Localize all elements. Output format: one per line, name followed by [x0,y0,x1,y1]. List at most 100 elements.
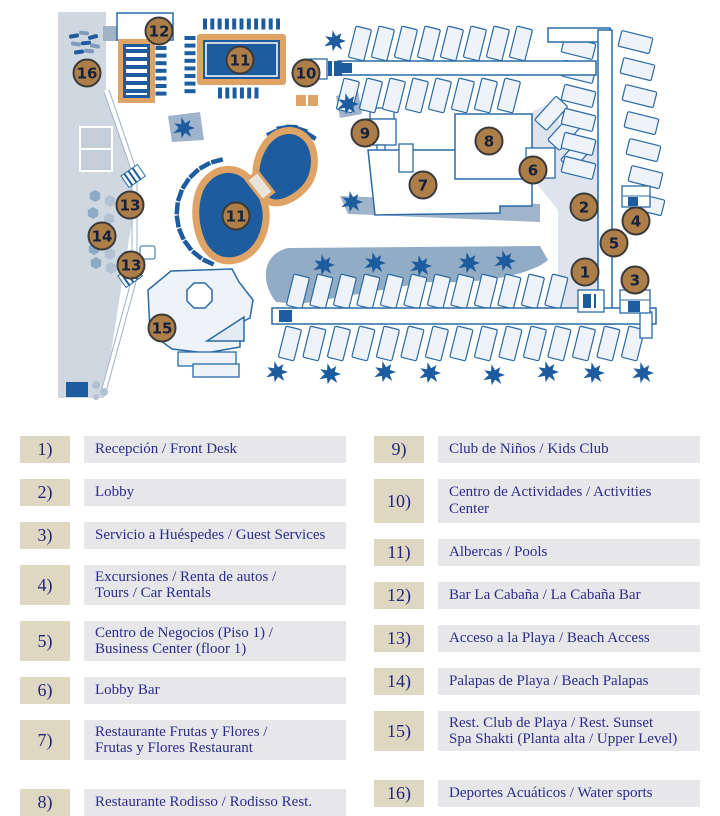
legend-label: Deportes Acuáticos / Water sports [438,780,700,807]
legend-label-line: Excursiones / Renta de autos / [95,569,277,585]
lounger-icon [218,87,222,99]
legend-number-badge: 4) [20,565,70,605]
guest-room-unit [356,273,381,310]
legend-label-line: Lobby [95,484,135,500]
svg-text:13: 13 [120,197,141,215]
legend-label-line: Recepción / Front Desk [95,441,238,457]
legend-row: 16) Deportes Acuáticos / Water sports [374,780,700,807]
guest-room-unit [277,325,302,362]
legend-label: Excursiones / Renta de autos /Tours / Ca… [84,565,346,605]
legend-row: 3)Servicio a Huéspedes / Guest Services [20,522,346,549]
guest-room-unit [403,273,428,310]
guest-room-unit [416,25,441,62]
palapa-icon [87,207,99,219]
lounger-icon [184,43,196,48]
map-marker-1: 1 [570,257,600,287]
lounger-icon [224,18,229,30]
guest-room-unit [426,273,451,310]
legend-label: Lobby Bar [84,677,346,704]
legend-row: 4) Excursiones / Renta de autos /Tours / … [20,565,346,605]
lounger-icon [203,18,207,30]
legend-number-badge: 9) [374,436,424,463]
guest-room-unit [496,77,521,114]
lounger-icon [184,58,196,63]
legend-number-badge: 2) [20,479,70,506]
jet-ski-icon [87,34,99,40]
legend-number-badge: 11) [374,539,424,566]
tree-icon [324,30,346,52]
guest-room-unit [623,111,660,136]
svg-text:1: 1 [580,264,590,282]
guest-room-unit [560,155,597,180]
legend-label-line: Spa Shakti (Planta alta / Upper Level) [449,731,678,747]
guest-room-unit [450,77,475,114]
legend-number-badge: 16) [374,780,424,807]
tree-icon [458,252,480,274]
lounger-icon [184,81,196,86]
legend-label: Club de Niños / Kids Club [438,436,700,463]
lounger-icon [184,36,196,40]
tree-icon [419,362,441,384]
lounger-icon [184,66,196,71]
guest-room-unit [522,325,547,362]
legend-row: 13)Acceso a la Playa / Beach Access [374,625,700,652]
jet-ski-icon [70,41,82,47]
lounger-icon [246,18,251,30]
svg-text:9: 9 [360,125,370,143]
map-marker-3: 3 [620,265,650,295]
lounger-icon [217,18,222,30]
guest-room-unit [625,138,662,163]
legend-column-right: 9) Club de Niños / Kids Club 10)Centro de … [374,436,700,816]
legend-number-badge: 8) [20,789,70,816]
legend-label: Centro de Negocios (Piso 1) /Business Ce… [84,621,346,661]
lounger-icon [201,257,215,267]
lounger-icon [155,84,167,88]
guest-room-unit [332,273,357,310]
map-marker-14: 14 [87,221,117,251]
guest-room-unit [627,165,664,190]
svg-text:13: 13 [121,257,142,275]
legend-label: Recepción / Front Desk [84,436,346,463]
main-pool [192,127,318,265]
tree-icon [364,252,386,274]
guest-room-unit [379,273,404,310]
svg-text:5: 5 [609,235,619,253]
legend-label-line: Rest. Club de Playa / Rest. Sunset [449,715,654,731]
palapa-icon [90,257,102,269]
legend-row: 6)Lobby Bar [20,677,346,704]
map-marker-13: 13 [116,250,146,280]
legend-label-line: Albercas / Pools [449,544,548,560]
legend-row: 10)Centro de Actividades / Activities Ce… [374,479,700,523]
legend-label-line: Centro de Actividades / Activities Cente… [449,484,652,517]
guest-room-unit [617,30,654,55]
guest-room-unit [560,83,597,108]
jet-ski-icon [73,49,85,55]
guest-room-unit [498,325,523,362]
guest-room-unit [497,273,522,310]
tree-icon [537,361,559,383]
lounger-icon [176,227,186,241]
legend-label-line: Acceso a la Playa / Beach Access [449,630,650,646]
lounger-icon [247,87,252,99]
tree-icon [337,93,359,115]
tree-icon [341,191,363,213]
jet-ski-icon [89,43,101,49]
map-marker-11: 11 [225,45,255,75]
water-sports-icons [68,30,101,55]
lounger-icon [155,76,167,81]
legend-label: Centro de Actividades / Activities Cente… [438,479,700,523]
guest-room-unit [439,25,464,62]
guest-room-unit [449,325,474,362]
svg-text:12: 12 [149,23,170,41]
palapa-icon [104,195,116,207]
map-marker-9: 9 [350,118,380,148]
map-marker-7: 7 [408,170,438,200]
lounger-icon [261,18,266,30]
legend-label-line: Restaurante Rodisso / Rodisso Rest. [95,794,313,810]
palapa-icon [104,248,116,260]
guest-room-unit [571,325,596,362]
